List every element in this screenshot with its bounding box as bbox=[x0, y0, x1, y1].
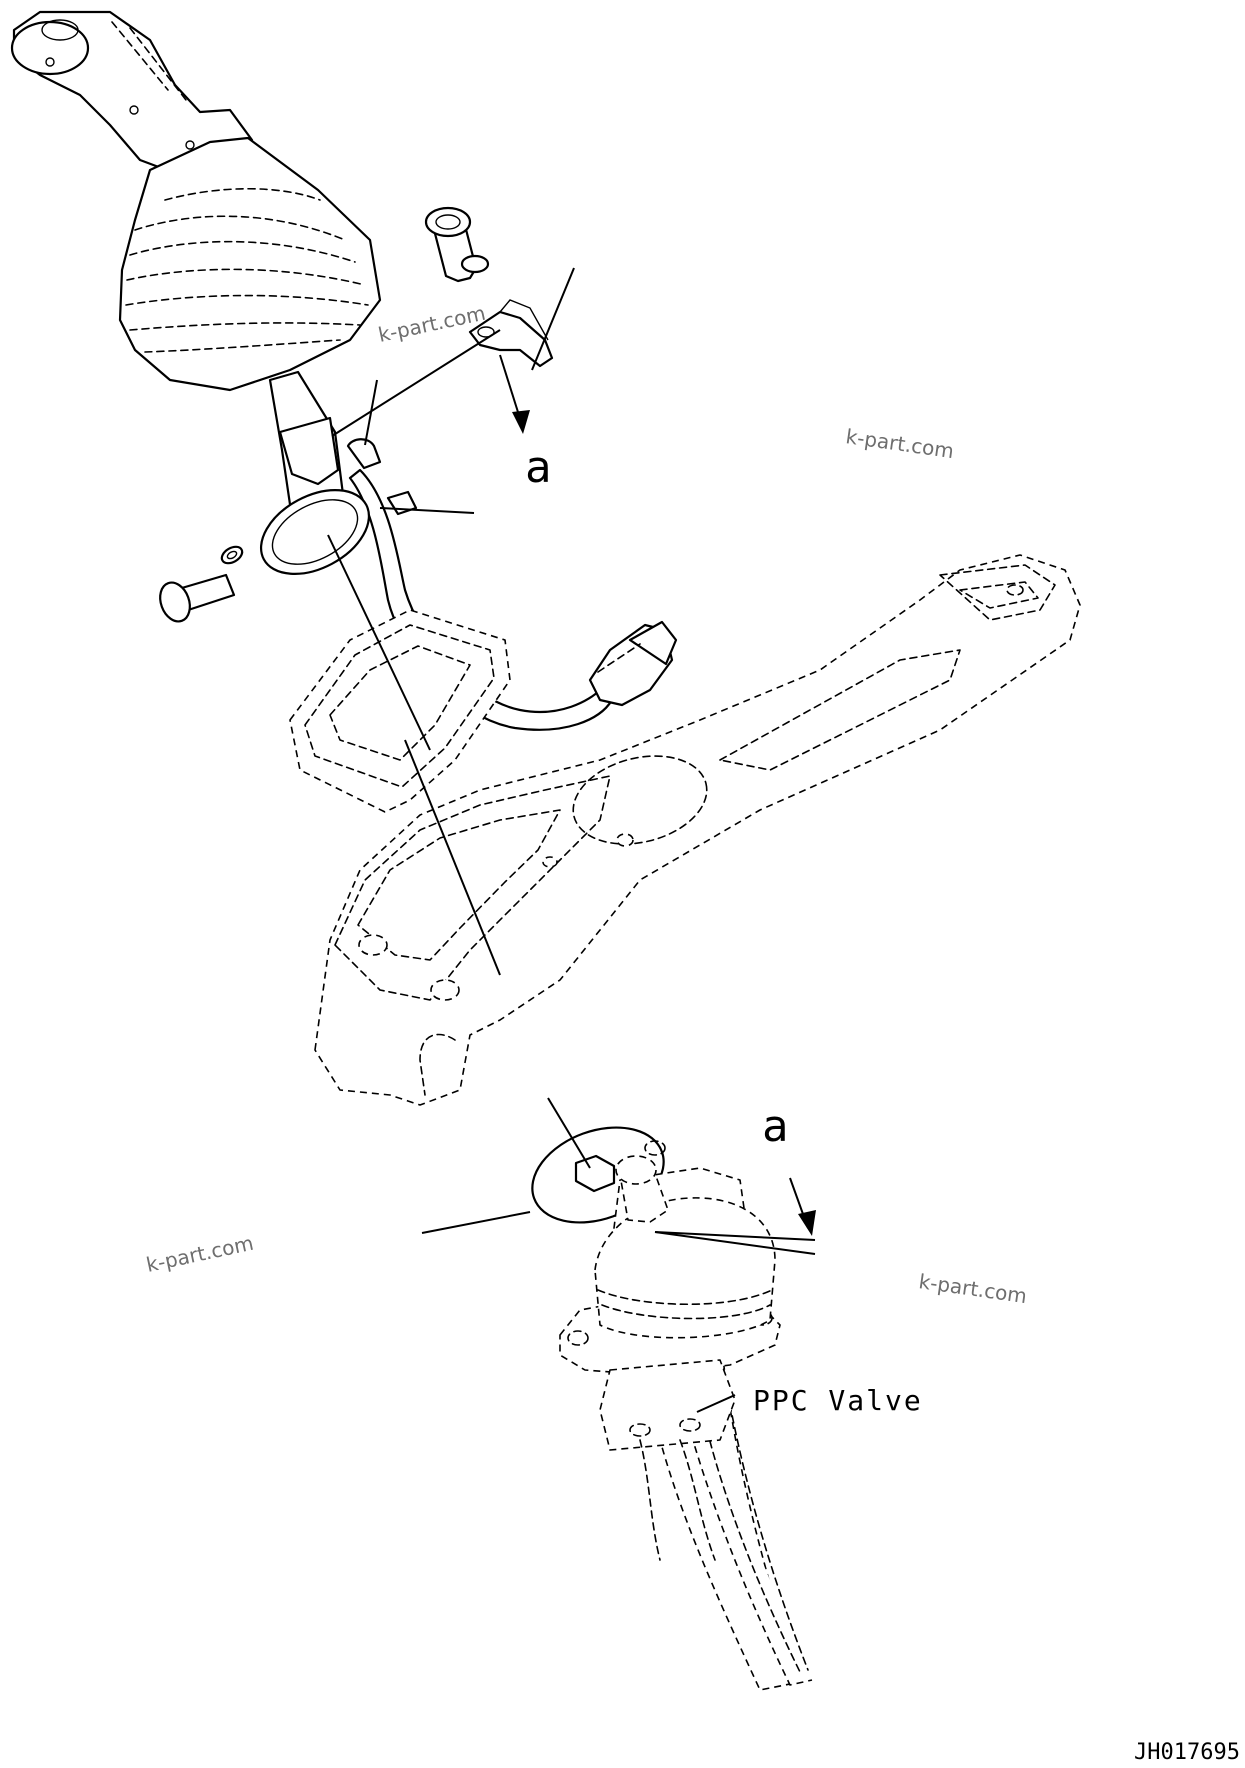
bolt-top bbox=[424, 206, 490, 283]
ppc-valve bbox=[559, 1140, 813, 1691]
control-lever bbox=[10, 10, 382, 530]
watermark: k-part.com bbox=[917, 1269, 1028, 1308]
drawing-number: JH017695 bbox=[1134, 1740, 1240, 1765]
o-ring bbox=[259, 489, 371, 575]
view-arrow-bottom bbox=[789, 1177, 816, 1236]
view-label-bottom: a bbox=[762, 1101, 789, 1152]
console-base bbox=[314, 554, 1081, 1106]
view-label-top: a bbox=[525, 442, 552, 493]
bracket bbox=[468, 299, 554, 368]
boot-frame bbox=[289, 609, 511, 813]
watermark: k-part.com bbox=[844, 424, 955, 463]
bolt-left bbox=[159, 545, 244, 623]
watermark: k-part.com bbox=[144, 1231, 256, 1277]
leader-lines bbox=[327, 267, 816, 1413]
view-arrow-top bbox=[499, 354, 530, 434]
watermark: k-part.com bbox=[376, 301, 488, 347]
wiring-harness bbox=[348, 468, 678, 731]
ppc-valve-label: PPC Valve bbox=[753, 1384, 923, 1417]
